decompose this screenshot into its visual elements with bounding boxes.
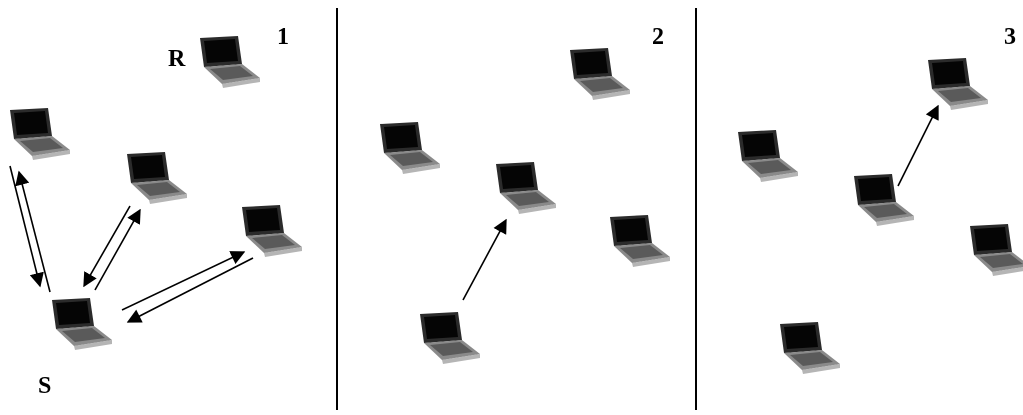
panel-number: 2 (652, 24, 664, 50)
laptop-icon (52, 298, 112, 350)
laptop-icon (854, 174, 914, 226)
receiver-label: R (168, 46, 186, 72)
laptop-icon (127, 152, 187, 204)
laptop-icon (200, 36, 260, 88)
laptop-icon (928, 58, 988, 110)
panel-number: 1 (277, 24, 289, 50)
laptop-icon (970, 224, 1023, 276)
laptop-icon (242, 205, 302, 257)
arrow (94, 208, 141, 291)
laptop-icon (380, 122, 440, 174)
panel-number: 3 (1004, 24, 1016, 50)
arrow (83, 205, 131, 288)
laptop-icon (420, 312, 480, 364)
arrow (897, 104, 939, 187)
source-label: S (38, 373, 51, 399)
laptop-icon (10, 108, 70, 160)
arrow (121, 251, 246, 311)
panel-1: 1 R S (9, 24, 302, 399)
laptop-icon (780, 322, 840, 374)
panel-2: 2 (380, 24, 670, 364)
laptop-icon (610, 215, 670, 267)
laptop-icon (570, 48, 630, 100)
arrow (126, 257, 254, 323)
laptop-icon (738, 130, 798, 182)
panel-3: 3 (738, 24, 1023, 374)
arrow (462, 218, 507, 301)
arrow (15, 170, 51, 293)
arrow (9, 165, 44, 288)
laptop-icon (496, 162, 556, 214)
